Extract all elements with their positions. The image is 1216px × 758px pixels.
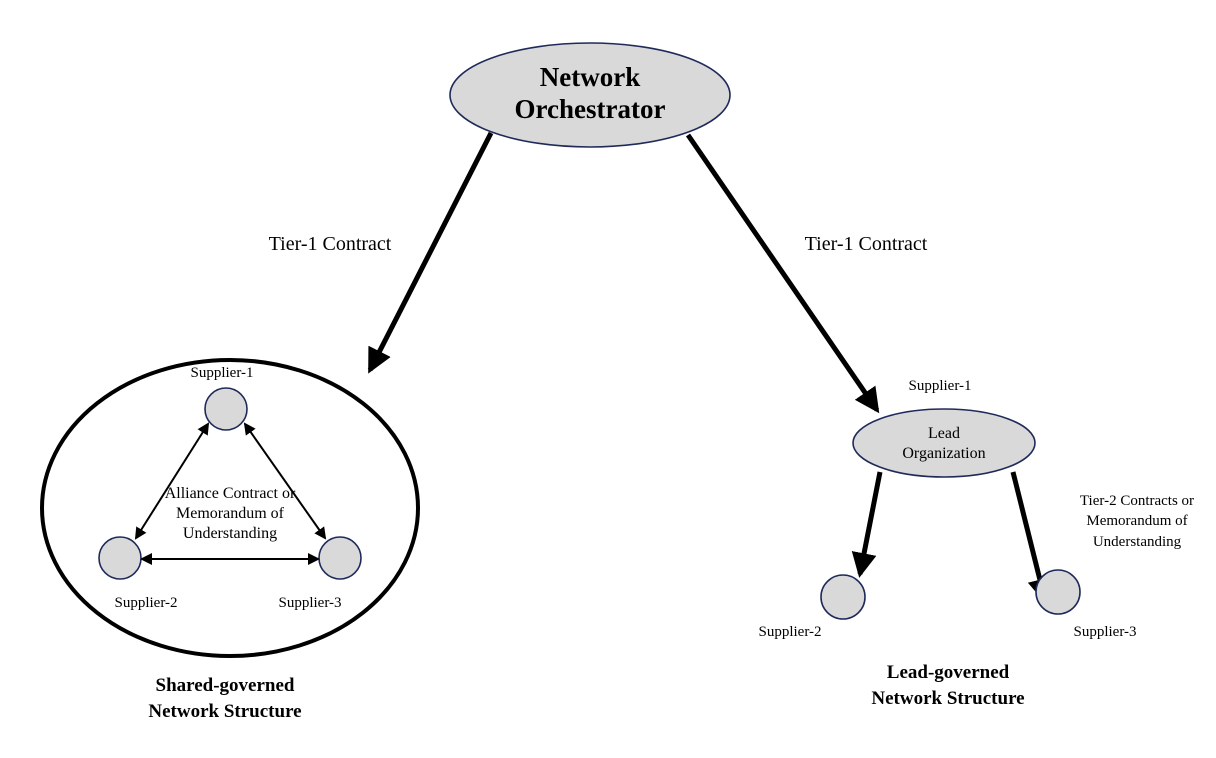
- lead-supplier3-node: [1035, 569, 1081, 615]
- shared-title-line1: Shared-governed: [156, 675, 295, 696]
- orchestrator-label-line2: Orchestrator: [515, 94, 666, 124]
- lead-supplier1-label: Supplier-1: [908, 378, 971, 394]
- alliance-label-line3: Understanding: [183, 525, 277, 542]
- tier1-right-arrow: [685, 133, 880, 414]
- lead-supplier2-label: Supplier-2: [758, 624, 821, 640]
- shared-supplier3-node: [318, 536, 362, 580]
- orchestrator-label-line1: Network: [540, 62, 640, 92]
- shared-supplier3-label: Supplier-3: [278, 595, 341, 611]
- lead-title-line1: Lead-governed: [887, 662, 1010, 683]
- tier2-label-line3: Understanding: [1093, 534, 1182, 550]
- alliance-arrow-s1-s3: [243, 422, 327, 540]
- tier2-label-line1: Tier-2 Contracts or: [1080, 493, 1194, 509]
- shared-supplier2-node: [98, 536, 142, 580]
- alliance-label-line2: Memorandum of: [176, 505, 285, 522]
- shared-network-boundary: [40, 358, 420, 658]
- alliance-label-line1: Alliance Contract or: [165, 485, 296, 502]
- lead-title-line2: Network Structure: [871, 688, 1024, 709]
- network-orchestrator-node: [449, 42, 731, 148]
- tier1-right-label: Tier-1 Contract: [805, 233, 928, 255]
- lead-supplier2-node: [820, 574, 866, 620]
- lead-organization-node: [852, 408, 1036, 478]
- alliance-arrow-s1-s2: [134, 422, 210, 540]
- lead-org-label-line2: Organization: [902, 445, 985, 462]
- lead-to-supplier2-arrow: [851, 471, 883, 578]
- lead-supplier3-label: Supplier-3: [1073, 624, 1136, 640]
- shared-title-line2: Network Structure: [148, 701, 301, 722]
- tier1-left-label: Tier-1 Contract: [269, 233, 392, 255]
- lead-org-label-line1: Lead: [928, 425, 960, 442]
- tier1-left-arrow: [367, 131, 494, 374]
- shared-supplier2-label: Supplier-2: [114, 595, 177, 611]
- shared-supplier1-label: Supplier-1: [190, 365, 253, 381]
- shared-supplier1-node: [204, 387, 248, 431]
- tier2-label-line2: Memorandum of: [1086, 513, 1187, 529]
